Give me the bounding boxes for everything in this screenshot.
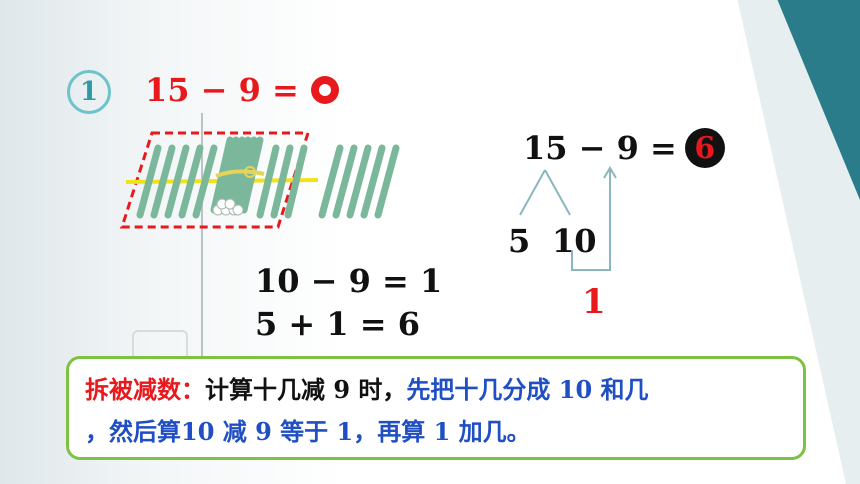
decomposition-diagram (519, 166, 617, 271)
summary-part1: 计算十几减 9 时， (205, 375, 407, 404)
problem-number-badge: 1 (67, 70, 111, 114)
step-equation-1: 10 − 9 = 1 (255, 262, 443, 300)
problem-equation-text: 15 − 9 = (145, 71, 299, 109)
summary-box: 拆被减数：计算十几减 9 时，先把十几分成 10 和几 ，然后算10 减 9 等于… (66, 356, 806, 460)
divider-line (201, 113, 203, 363)
problem-equation: 15 − 9 = (145, 70, 339, 110)
split-left-number: 5 (508, 222, 531, 260)
summary-part3: ，然后算10 减 9 等于 1，再算 1 加几。 (85, 417, 531, 446)
loose-sticks-middle (256, 144, 308, 219)
decomposition-equation-text: 15 − 9 = (523, 129, 677, 167)
split-right-number: 10 (552, 222, 597, 260)
dashed-selection-box (119, 131, 311, 229)
bundle-of-ten (210, 136, 265, 216)
blank-target-icon (310, 76, 339, 104)
answer-ball: 6 (684, 128, 725, 168)
summary-label: 拆被减数： (85, 375, 205, 404)
intermediate-result: 1 (582, 282, 606, 322)
counting-sticks-illustration (119, 131, 400, 229)
step-equation-2: 5 + 1 = 6 (255, 305, 420, 343)
loose-sticks-right (318, 144, 400, 219)
loose-sticks-left (136, 144, 218, 219)
summary-part2: 先把十几分成 10 和几 (406, 375, 649, 404)
decomposition-equation: 15 − 9 = 6 (523, 128, 725, 168)
